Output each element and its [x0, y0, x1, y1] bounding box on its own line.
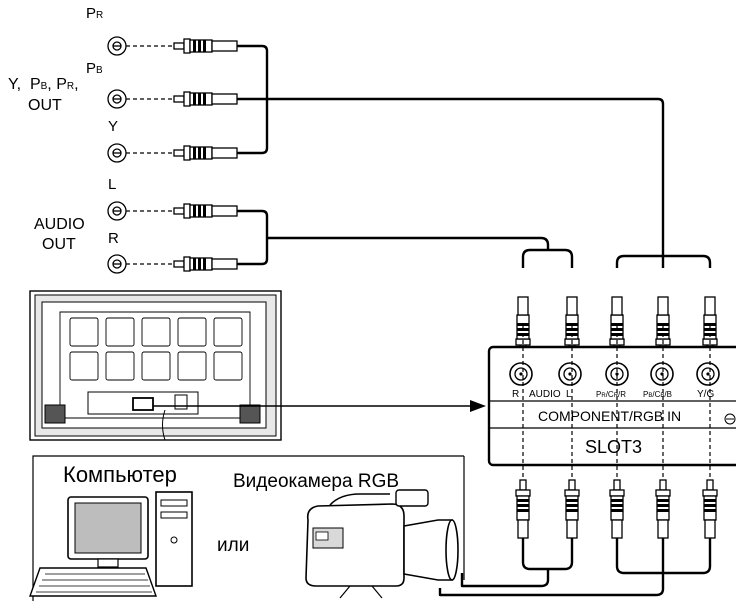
display-rear-view	[29, 290, 282, 441]
label-computer: Компьютер	[63, 462, 177, 487]
label-y: Y	[108, 118, 119, 135]
panel-label-l: L	[566, 389, 572, 400]
panel-label-pr: PR/CR/R	[596, 390, 627, 400]
panel-plugs-lower	[515, 479, 718, 539]
panel-label-r: R	[512, 389, 520, 400]
source-jack-pb	[107, 89, 238, 109]
cables-upper	[237, 44, 712, 268]
label-r: R	[108, 230, 119, 247]
panel-label-yg: Y/G	[697, 389, 715, 400]
label-audio-out-2: OUT	[42, 236, 76, 253]
source-jack-pr	[107, 36, 238, 56]
camcorder-icon	[305, 489, 459, 599]
label-component-out-2: OUT	[28, 97, 62, 114]
computer-icon	[29, 491, 193, 597]
terminal-board	[487, 345, 736, 467]
label-pr: PR	[86, 5, 104, 22]
label-or: или	[217, 535, 250, 556]
source-jack-y	[107, 143, 238, 163]
source-jack-audio-l	[107, 201, 238, 221]
cables-lower	[438, 538, 712, 597]
label-l: L	[108, 176, 117, 193]
label-audio-out: AUDIO	[34, 216, 85, 233]
panel-slot-label: SLOT3	[585, 437, 643, 457]
label-component-out: Y, PB, PR,	[8, 76, 79, 93]
slot-pointer-arrow	[153, 400, 486, 412]
source-jack-audio-r	[107, 254, 238, 274]
label-pb: PB	[86, 60, 103, 77]
board-dashed-lines	[522, 326, 711, 480]
panel-label-pb: PB/CB/B	[643, 390, 672, 400]
devices-frame	[32, 455, 465, 601]
label-camera: Видеокамера RGB	[233, 471, 400, 492]
panel-label-audio: AUDIO	[529, 389, 561, 400]
panel-input-label: COMPONENT/RGB IN	[538, 408, 682, 424]
